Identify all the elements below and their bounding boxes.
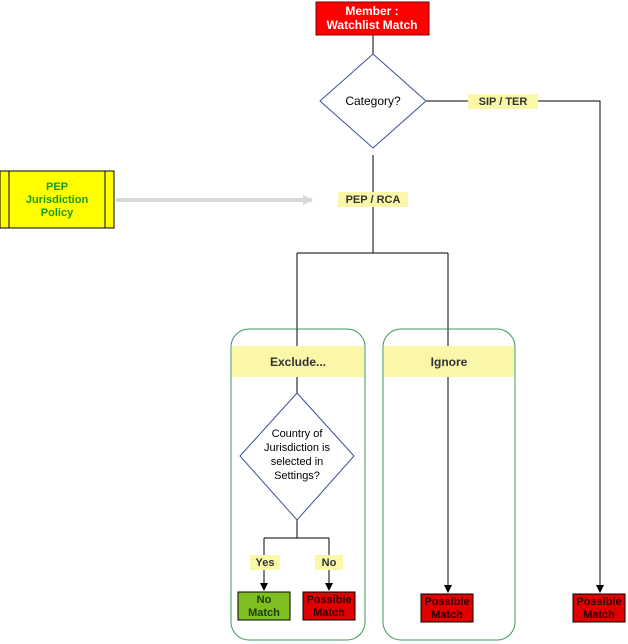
sip-possible-match-line2: Match: [583, 609, 615, 621]
exclude-header-bar: [232, 346, 364, 377]
start-node-line1: Member :: [345, 4, 398, 18]
sip-possible-match-line1: Possible: [576, 596, 621, 608]
exclude-possible-match-node: [302, 591, 356, 621]
category-decision-label: Category?: [345, 94, 401, 108]
category-decision: [319, 53, 427, 149]
yes-label: Yes: [256, 557, 275, 569]
exclude-header-label: Exclude...: [270, 355, 326, 369]
exclude-possible-match-line1: Possible: [306, 594, 351, 606]
sip-possible-match-node: [572, 593, 626, 623]
no-match-line1: No: [257, 594, 272, 606]
jurisdiction-decision-line2: Jurisdiction is: [264, 442, 331, 454]
jurisdiction-decision-line1: Country of: [272, 428, 324, 440]
pep-jurisdiction-policy-box: [0, 170, 115, 229]
policy-box-line2: Jurisdiction: [26, 194, 89, 206]
sip-ter-label: SIP / TER: [479, 96, 528, 108]
no-label: No: [322, 557, 337, 569]
pep-rca-label-bg: [338, 192, 408, 207]
ignore-possible-match-node: [420, 593, 474, 623]
ignore-header-label: Ignore: [431, 355, 468, 369]
yes-label-bg: [250, 555, 280, 570]
jurisdiction-decision: [239, 392, 355, 521]
exclude-possible-match-line2: Match: [313, 607, 345, 619]
ignore-header-bar: [384, 346, 514, 377]
no-match-node: [237, 591, 291, 621]
pep-rca-label: PEP / RCA: [346, 194, 401, 206]
ignore-possible-match-line2: Match: [431, 609, 463, 621]
start-node: [315, 1, 430, 36]
jurisdiction-decision-line3: selected in: [271, 456, 324, 468]
policy-box-line1: PEP: [46, 181, 68, 193]
start-node-line2: Watchlist Match: [327, 18, 418, 32]
policy-box-line3: Policy: [41, 207, 74, 219]
no-label-bg: [315, 555, 343, 570]
no-match-line2: Match: [248, 607, 280, 619]
exclude-group-container: [230, 328, 366, 641]
sip-ter-label-bg: [468, 94, 538, 109]
ignore-group-container: [382, 328, 516, 641]
jurisdiction-decision-line4: Settings?: [274, 470, 320, 482]
ignore-possible-match-line1: Possible: [424, 596, 469, 608]
